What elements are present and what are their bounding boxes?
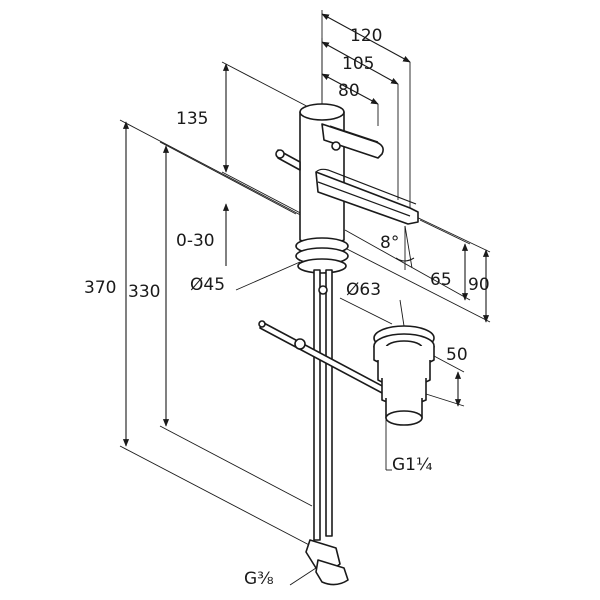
dim-label-105: 105 (342, 54, 374, 74)
width-dimensions (321, 10, 411, 210)
leader-lines (235, 261, 405, 586)
drain-height-dimension (425, 355, 465, 407)
spout-height-dimensions (344, 213, 491, 323)
dim-label-135: 135 (176, 109, 208, 129)
dim-label-0-30: 0-30 (176, 231, 215, 251)
thread-label-g1-1-4: G1¼ (392, 455, 432, 475)
dim-label-330: 330 (128, 282, 160, 302)
height-dimensions (119, 61, 319, 549)
thread-label-g3-8: G⅜ (244, 569, 274, 589)
dim-label-dia-63: Ø63 (346, 280, 381, 300)
dim-label-dia-45: Ø45 (190, 275, 225, 295)
supply-hoses (305, 269, 349, 586)
dim-label-65: 65 (430, 270, 452, 290)
dim-label-80: 80 (338, 81, 360, 101)
dim-label-90: 90 (468, 275, 490, 295)
dim-label-120: 120 (350, 26, 382, 46)
dim-label-50: 50 (446, 345, 468, 365)
angle-indicator (395, 225, 415, 270)
dim-label-angle-8: 8° (380, 233, 399, 253)
dim-label-370: 370 (84, 278, 116, 298)
drain-waste (373, 325, 435, 470)
popup-linkage (258, 320, 387, 395)
faucet-body (275, 103, 419, 274)
